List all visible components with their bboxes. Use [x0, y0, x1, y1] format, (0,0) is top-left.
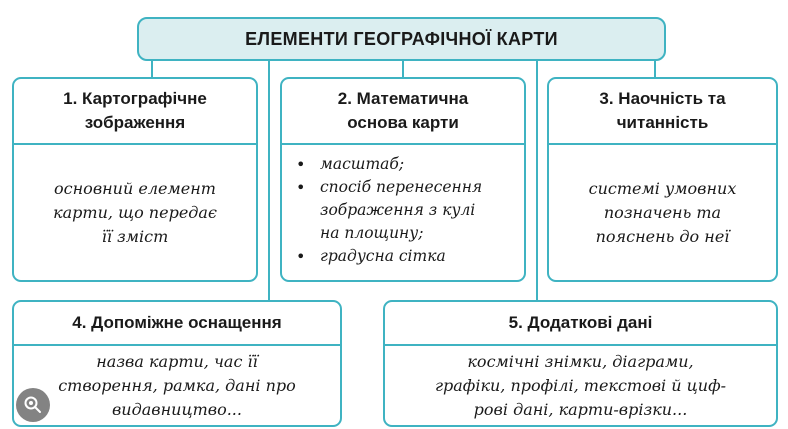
- bullet-item: градусна сітка: [296, 245, 482, 268]
- card-auxiliary-equipment: 4. Допоміжне оснащення назва карти, час …: [12, 300, 342, 427]
- heading-line: зображення: [84, 113, 186, 132]
- bullet-list: масштаб; спосіб перенесення зображення з…: [296, 153, 482, 268]
- card-body: назва карти, час її створення, рамка, да…: [14, 346, 340, 425]
- heading-line: основа карти: [347, 113, 459, 132]
- heading-line: 5. Додаткові дані: [508, 313, 653, 332]
- body-line: назва карти, час її: [96, 351, 258, 371]
- card-body: космічні знімки, діаграми, графіки, проф…: [385, 346, 776, 425]
- body-line: видавництво...: [111, 399, 242, 419]
- lens-search-icon[interactable]: [16, 388, 50, 422]
- body-line: графіки, профілі, текстові й циф-: [434, 375, 727, 395]
- bullet-line: на площину;: [320, 224, 424, 242]
- body-line: позначень та: [603, 202, 722, 222]
- card-body: основний елемент карти, що передає її зм…: [14, 145, 256, 280]
- bullet-item: масштаб;: [296, 153, 482, 176]
- card-clarity-readability: 3. Наочність та читанність системі умовн…: [547, 77, 778, 282]
- bullet-line: масштаб;: [320, 155, 405, 173]
- bullet-line: зображення з кулі: [320, 201, 476, 219]
- body-line: її зміст: [101, 226, 169, 246]
- card-heading: 3. Наочність та читанність: [549, 79, 776, 145]
- heading-line: 4. Допоміжне оснащення: [72, 313, 282, 332]
- heading-line: 3. Наочність та: [599, 89, 726, 108]
- card-mathematical-basis: 2. Математична основа карти масштаб; спо…: [280, 77, 526, 282]
- body-line: карти, що передає: [53, 202, 217, 222]
- lens-glyph-icon: [24, 396, 41, 413]
- body-line: основний елемент: [54, 178, 216, 198]
- card-heading: 2. Математична основа карти: [282, 79, 524, 145]
- card-cartographic-image: 1. Картографічне зображення основний еле…: [12, 77, 258, 282]
- heading-line: читанність: [616, 113, 709, 132]
- body-line: пояснень до неї: [595, 226, 730, 246]
- heading-line: 2. Математична: [337, 89, 469, 108]
- card-body: масштаб; спосіб перенесення зображення з…: [282, 145, 524, 280]
- bullet-line: градусна сітка: [320, 247, 446, 265]
- body-line: космічні знімки, діаграми,: [467, 351, 694, 371]
- card-additional-data: 5. Додаткові дані космічні знімки, діагр…: [383, 300, 778, 427]
- body-line: рові дані, карти-врізки...: [473, 399, 688, 419]
- card-heading: 5. Додаткові дані: [385, 302, 776, 346]
- diagram-title: ЕЛЕМЕНТИ ГЕОГРАФІЧНОЇ КАРТИ: [137, 17, 666, 61]
- body-line: системі умовних: [588, 178, 737, 198]
- bullet-line: спосіб перенесення: [320, 178, 483, 196]
- card-body: системі умовних позначень та пояснень до…: [549, 145, 776, 280]
- card-heading: 1. Картографічне зображення: [14, 79, 256, 145]
- body-line: створення, рамка, дані про: [58, 375, 296, 395]
- bullet-item: спосіб перенесення зображення з кулі на …: [296, 176, 482, 245]
- heading-line: 1. Картографічне: [63, 89, 207, 108]
- card-heading: 4. Допоміжне оснащення: [14, 302, 340, 346]
